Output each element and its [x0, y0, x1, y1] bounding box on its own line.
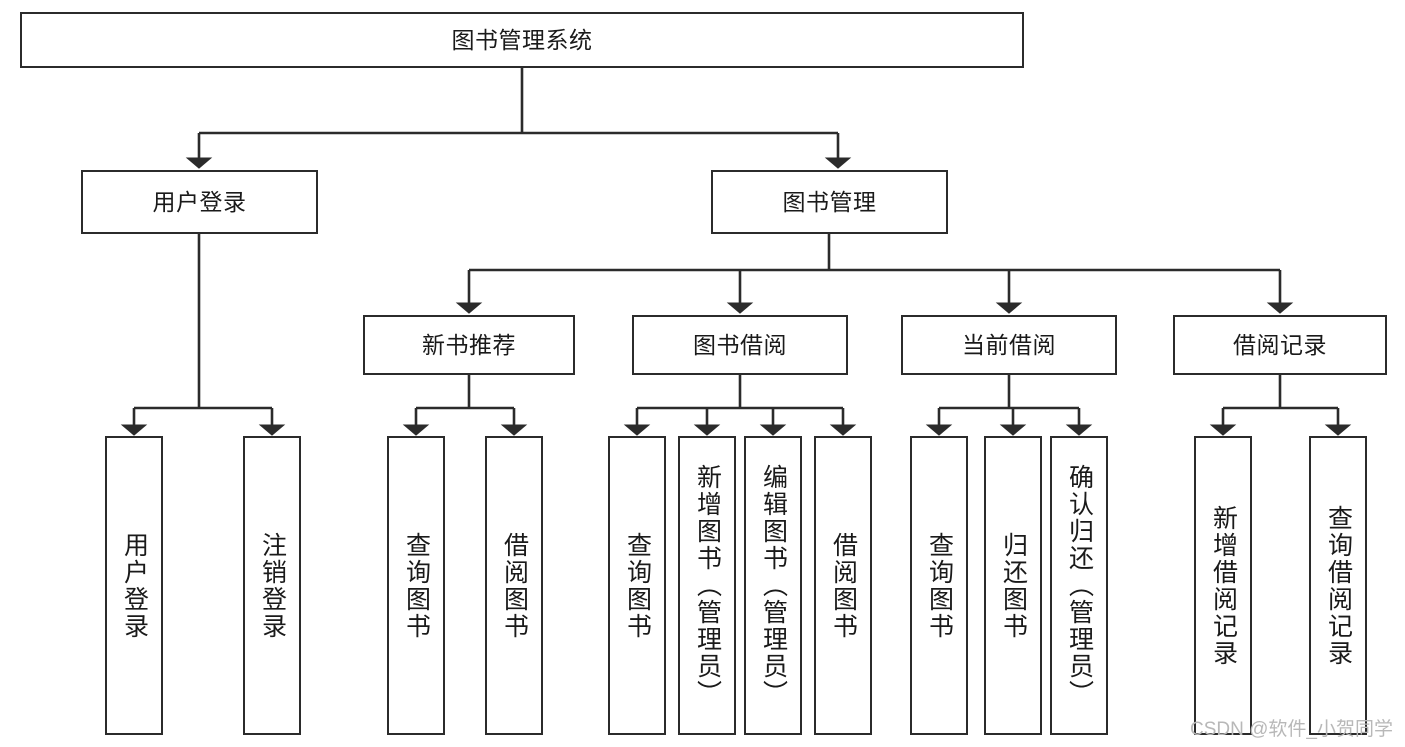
node-book-management[interactable]: 图书管理	[711, 170, 948, 234]
node-leaf-query-book-3[interactable]: 查询图书	[910, 436, 968, 735]
node-label: 借阅图书	[500, 531, 529, 640]
node-leaf-add-book-admin[interactable]: 新增图书（管理员）	[678, 436, 736, 735]
node-leaf-user-login[interactable]: 用户登录	[105, 436, 163, 735]
node-label: 编辑图书（管理员）	[759, 464, 788, 707]
node-leaf-user-logout[interactable]: 注销登录	[243, 436, 301, 735]
node-label: 新书推荐	[422, 331, 516, 358]
node-label: 新增图书（管理员）	[693, 464, 722, 707]
node-leaf-borrow-book-2[interactable]: 借阅图书	[814, 436, 872, 735]
node-leaf-return-book[interactable]: 归还图书	[984, 436, 1042, 735]
node-label: 查询图书	[623, 531, 652, 640]
node-borrow-record[interactable]: 借阅记录	[1173, 315, 1387, 375]
node-leaf-query-book-2[interactable]: 查询图书	[608, 436, 666, 735]
node-label: 查询借阅记录	[1324, 504, 1353, 667]
node-label: 借阅记录	[1233, 331, 1327, 358]
node-label: 查询图书	[925, 531, 954, 640]
node-new-book-recommend[interactable]: 新书推荐	[363, 315, 575, 375]
node-label: 确认归还（管理员）	[1065, 464, 1094, 707]
node-label: 借阅图书	[829, 531, 858, 640]
node-label: 归还图书	[999, 531, 1028, 640]
node-leaf-borrow-book-1[interactable]: 借阅图书	[485, 436, 543, 735]
node-leaf-edit-book-admin[interactable]: 编辑图书（管理员）	[744, 436, 802, 735]
node-leaf-query-borrow-record[interactable]: 查询借阅记录	[1309, 436, 1367, 735]
node-label: 查询图书	[402, 531, 431, 640]
node-label: 图书借阅	[693, 331, 787, 358]
node-leaf-add-borrow-record[interactable]: 新增借阅记录	[1194, 436, 1252, 735]
node-book-borrow[interactable]: 图书借阅	[632, 315, 848, 375]
node-label: 注销登录	[258, 531, 287, 640]
node-label: 图书管理系统	[451, 26, 593, 53]
node-label: 用户登录	[152, 188, 247, 215]
node-label: 图书管理	[782, 188, 877, 215]
node-label: 新增借阅记录	[1209, 504, 1238, 667]
node-label: 当前借阅	[962, 331, 1056, 358]
node-label: 用户登录	[120, 531, 149, 640]
csdn-watermark: CSDN @软件_小贺同学	[1190, 719, 1393, 740]
node-user-login[interactable]: 用户登录	[81, 170, 318, 234]
node-leaf-confirm-return-admin[interactable]: 确认归还（管理员）	[1050, 436, 1108, 735]
node-leaf-query-book-1[interactable]: 查询图书	[387, 436, 445, 735]
node-current-borrow[interactable]: 当前借阅	[901, 315, 1117, 375]
node-root-book-management-system[interactable]: 图书管理系统	[20, 12, 1024, 68]
